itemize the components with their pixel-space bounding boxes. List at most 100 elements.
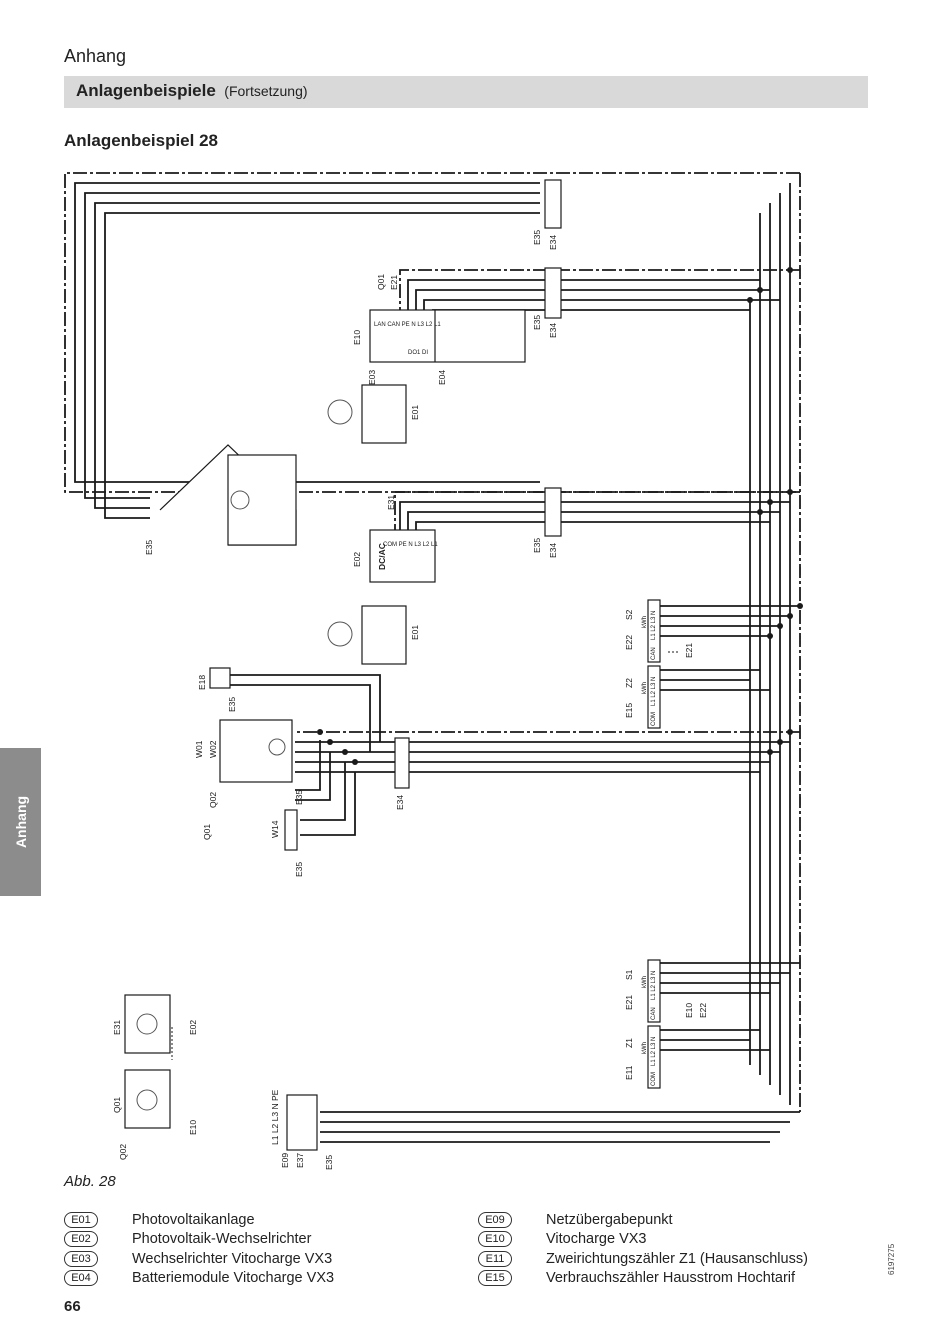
label-e01-upper: E01 xyxy=(410,405,420,420)
junction-dot xyxy=(352,759,358,765)
label-e18: E18 xyxy=(197,675,207,690)
label-dcac: DC/AC xyxy=(377,543,387,570)
legend-text: Photovoltaikanlage xyxy=(132,1211,255,1228)
section-title: Anlagenbeispiele xyxy=(76,81,216,100)
pe-line-mid xyxy=(394,491,800,530)
breaker-block-1 xyxy=(544,179,562,229)
conductor-l1 xyxy=(104,212,540,519)
meter-z1-l: L1 L2 L3 N xyxy=(651,1037,657,1066)
junction-dot xyxy=(787,267,793,273)
label-q01-dev: Q01 xyxy=(112,1097,122,1113)
label-e21-top: E21 xyxy=(389,275,399,290)
label-s2: S2 xyxy=(624,609,634,620)
inverter-terminal-labels: LAN CAN PE N L3 L2 L1 xyxy=(374,322,441,328)
pv-terminal-labels: COM PE N L3 L2 L1 xyxy=(383,542,438,548)
label-e01-lower: E01 xyxy=(410,625,420,640)
legend-text: Zweirichtungszähler Z1 (Hausanschluss) xyxy=(546,1250,808,1267)
controller-e18 xyxy=(209,667,231,689)
meter-s2 xyxy=(647,599,661,663)
label-w14: W14 xyxy=(270,820,280,838)
heatpump-symbol xyxy=(268,738,286,756)
meter-s1 xyxy=(647,959,661,1023)
meter-z1-kwh: kWh xyxy=(642,1042,648,1054)
junction-dot xyxy=(777,623,783,629)
junction-dot xyxy=(767,633,773,639)
example-title: Anlagenbeispiel 28 xyxy=(64,131,218,150)
junction-dot xyxy=(342,749,348,755)
label-e21-s2: E21 xyxy=(684,643,694,658)
conductor-l2 xyxy=(94,202,540,509)
junction-dot xyxy=(787,613,793,619)
label-e10: E10 xyxy=(352,330,362,345)
feed-heatpump xyxy=(295,741,790,773)
meter-s1-can: CAN xyxy=(651,1007,657,1020)
legend-item: E04 Batteriemodule Vitocharge VX3 xyxy=(64,1269,464,1289)
label-e31-dev: E31 xyxy=(112,1020,122,1035)
meter-z2-l: L1 L2 L3 N xyxy=(651,677,657,706)
label-grid-terminals: L1 L2 L3 N PE xyxy=(270,1089,280,1145)
device-e31 xyxy=(124,994,171,1054)
side-tab: Anhang xyxy=(0,748,41,896)
bulb-symbol xyxy=(230,490,250,510)
conductor-l3 xyxy=(84,192,540,499)
legend-text: Vitocharge VX3 xyxy=(546,1231,647,1248)
meter-z2-kwh: kWh xyxy=(642,682,648,694)
heatpump-unit xyxy=(219,719,293,783)
junction-dot xyxy=(787,489,793,495)
house-panel xyxy=(227,454,297,546)
label-e35-hp: E35 xyxy=(294,790,304,805)
legend-code: E09 xyxy=(478,1211,512,1228)
label-e35-2: E35 xyxy=(532,315,542,330)
label-e34-2: E34 xyxy=(548,323,558,338)
label-e10-s1: E10 xyxy=(684,1003,694,1018)
junction-dot xyxy=(787,729,793,735)
label-q02: Q02 xyxy=(208,792,218,808)
junction-dot xyxy=(767,499,773,505)
feed-pv xyxy=(399,501,790,540)
label-z2: Z2 xyxy=(624,678,634,688)
grid-feed xyxy=(320,1111,800,1143)
meter-s1-l: L1 L2 L3 N xyxy=(651,971,657,1000)
legend-code: E04 xyxy=(64,1270,98,1287)
legend-code: E02 xyxy=(64,1231,98,1248)
label-e35-house: E35 xyxy=(144,540,154,555)
label-e22-s2: E22 xyxy=(624,635,634,650)
junction-dot xyxy=(797,603,803,609)
label-e09: E09 xyxy=(280,1153,290,1168)
meter-s2-can: CAN xyxy=(651,647,657,660)
pe-line-upper xyxy=(399,269,800,310)
label-e34-4: E34 xyxy=(395,795,405,810)
label-e35-e18: E35 xyxy=(227,697,237,712)
label-q01-top: Q01 xyxy=(376,274,386,290)
meter-s1-lines xyxy=(660,962,800,994)
label-q01-hp: Q01 xyxy=(202,824,212,840)
meter-z1-com: COM xyxy=(651,1072,657,1086)
label-e10-dev: E10 xyxy=(188,1120,198,1135)
legend-code: E15 xyxy=(478,1270,512,1287)
meter-s2-lines xyxy=(660,605,800,637)
label-e15: E15 xyxy=(624,703,634,718)
pv-modules-upper xyxy=(361,384,407,444)
junction-dot xyxy=(327,739,333,745)
inverter-e10-box xyxy=(369,309,526,363)
legend-code: E01 xyxy=(64,1211,98,1228)
pv-array-symbol-upper xyxy=(327,399,353,425)
legend-text: Wechselrichter Vitocharge VX3 xyxy=(132,1250,333,1267)
legend-text: Batteriemodule Vitocharge VX3 xyxy=(132,1270,335,1287)
label-e34-1: E34 xyxy=(548,235,558,250)
meter-z1 xyxy=(647,1025,661,1089)
q01-symbol xyxy=(136,1089,158,1111)
section-title-bar: Anlagenbeispiele (Fortsetzung) xyxy=(64,76,868,108)
junction-dot xyxy=(757,509,763,515)
label-e22-s1: E22 xyxy=(698,1003,708,1018)
wiring-diagram: Q01 E21 E10 E03 E04 E01 E35 E34 E35 E34 … xyxy=(64,172,803,1170)
meter-z1-lines xyxy=(660,1029,770,1051)
legend-code: E03 xyxy=(64,1250,98,1267)
legend-code: E10 xyxy=(478,1231,512,1248)
conductor-n xyxy=(74,182,540,483)
